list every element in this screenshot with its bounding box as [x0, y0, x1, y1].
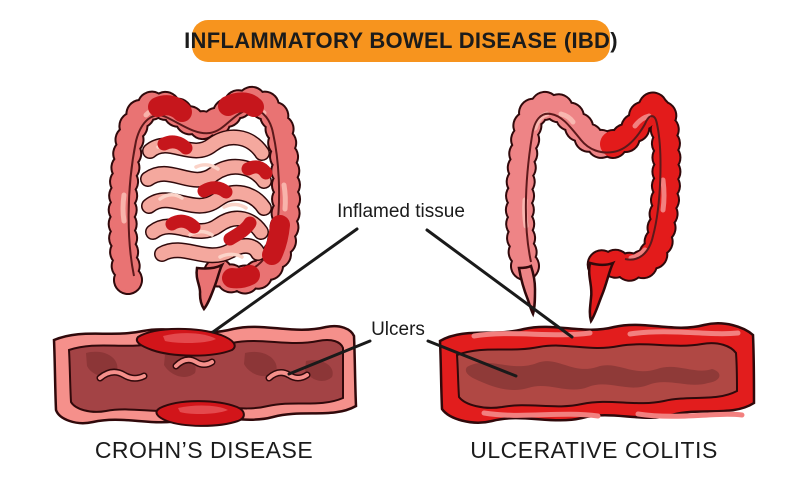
crohns-intestine-illustration	[107, 85, 302, 312]
uc-colon-inflamed-segment	[586, 93, 680, 280]
small-intestine-coils	[140, 129, 272, 264]
title-banner: INFLAMMATORY BOWEL DISEASE (IBD)	[184, 20, 618, 62]
ulcers-label: Ulcers	[371, 319, 425, 340]
crohns-disease-caption: CROHN’S DISEASE	[94, 437, 314, 463]
ulcerative-colitis-caption: ULCERATIVE COLITIS	[470, 437, 718, 463]
ulcers-pointer-right	[426, 339, 518, 378]
inflamed-tissue-pointer-left	[211, 227, 359, 334]
crohns-inflamed-patches	[148, 92, 290, 289]
uc-tissue-cross-section	[438, 322, 756, 424]
uc-colon-inner-line	[524, 112, 662, 263]
ulcers-pointer-left	[287, 339, 372, 376]
title-banner-label: INFLAMMATORY BOWEL DISEASE (IBD)	[184, 28, 618, 53]
ulcerative-colitis-colon-illustration	[504, 90, 682, 324]
crohns-inflamed-tissue-patches	[135, 327, 245, 427]
crohns-tissue-cross-section	[52, 324, 358, 427]
rectum-shape	[195, 262, 225, 312]
pointer-lines	[211, 227, 574, 378]
uc-rectum-shape	[587, 260, 616, 324]
inflamed-tissue-pointer-right	[425, 228, 574, 339]
uc-continuous-ulceration	[465, 361, 720, 390]
uc-tissue-border-highlights	[471, 329, 745, 419]
cecum-tail-shape	[517, 264, 537, 318]
inflamed-tissue-label: Inflamed tissue	[337, 201, 465, 222]
